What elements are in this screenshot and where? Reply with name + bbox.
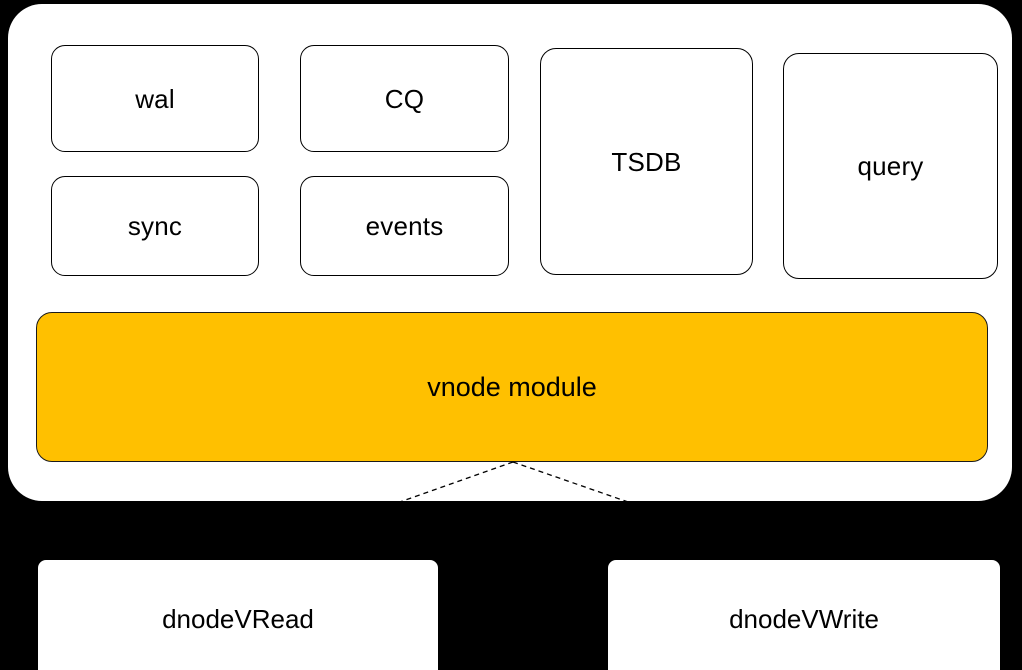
module-label-events: events [365,211,444,241]
module-box-tsdb[interactable]: TSDB [540,48,753,275]
vnode-module-label: vnode module [427,371,597,402]
dnode-vwrite-label: dnodeVWrite [729,604,879,634]
module-box-wal[interactable]: wal [51,45,259,152]
dnode-vread-label: dnodeVRead [162,604,314,634]
dnode-vread-box[interactable]: dnodeVRead [38,560,438,670]
module-box-cq[interactable]: CQ [300,45,509,152]
module-box-sync[interactable]: sync [51,176,259,276]
module-label-sync: sync [127,211,183,241]
dnode-vwrite-box[interactable]: dnodeVWrite [608,560,1000,670]
module-box-query[interactable]: query [783,53,998,279]
module-label-tsdb: TSDB [611,146,682,177]
module-box-events[interactable]: events [300,176,509,276]
module-label-cq: CQ [384,83,425,114]
module-label-wal: wal [135,83,175,114]
vnode-module-bar[interactable]: vnode module [36,312,988,462]
vnode-container-panel: wal sync CQ events TSDB query vnode modu… [8,4,1012,501]
module-label-query: query [857,151,924,181]
